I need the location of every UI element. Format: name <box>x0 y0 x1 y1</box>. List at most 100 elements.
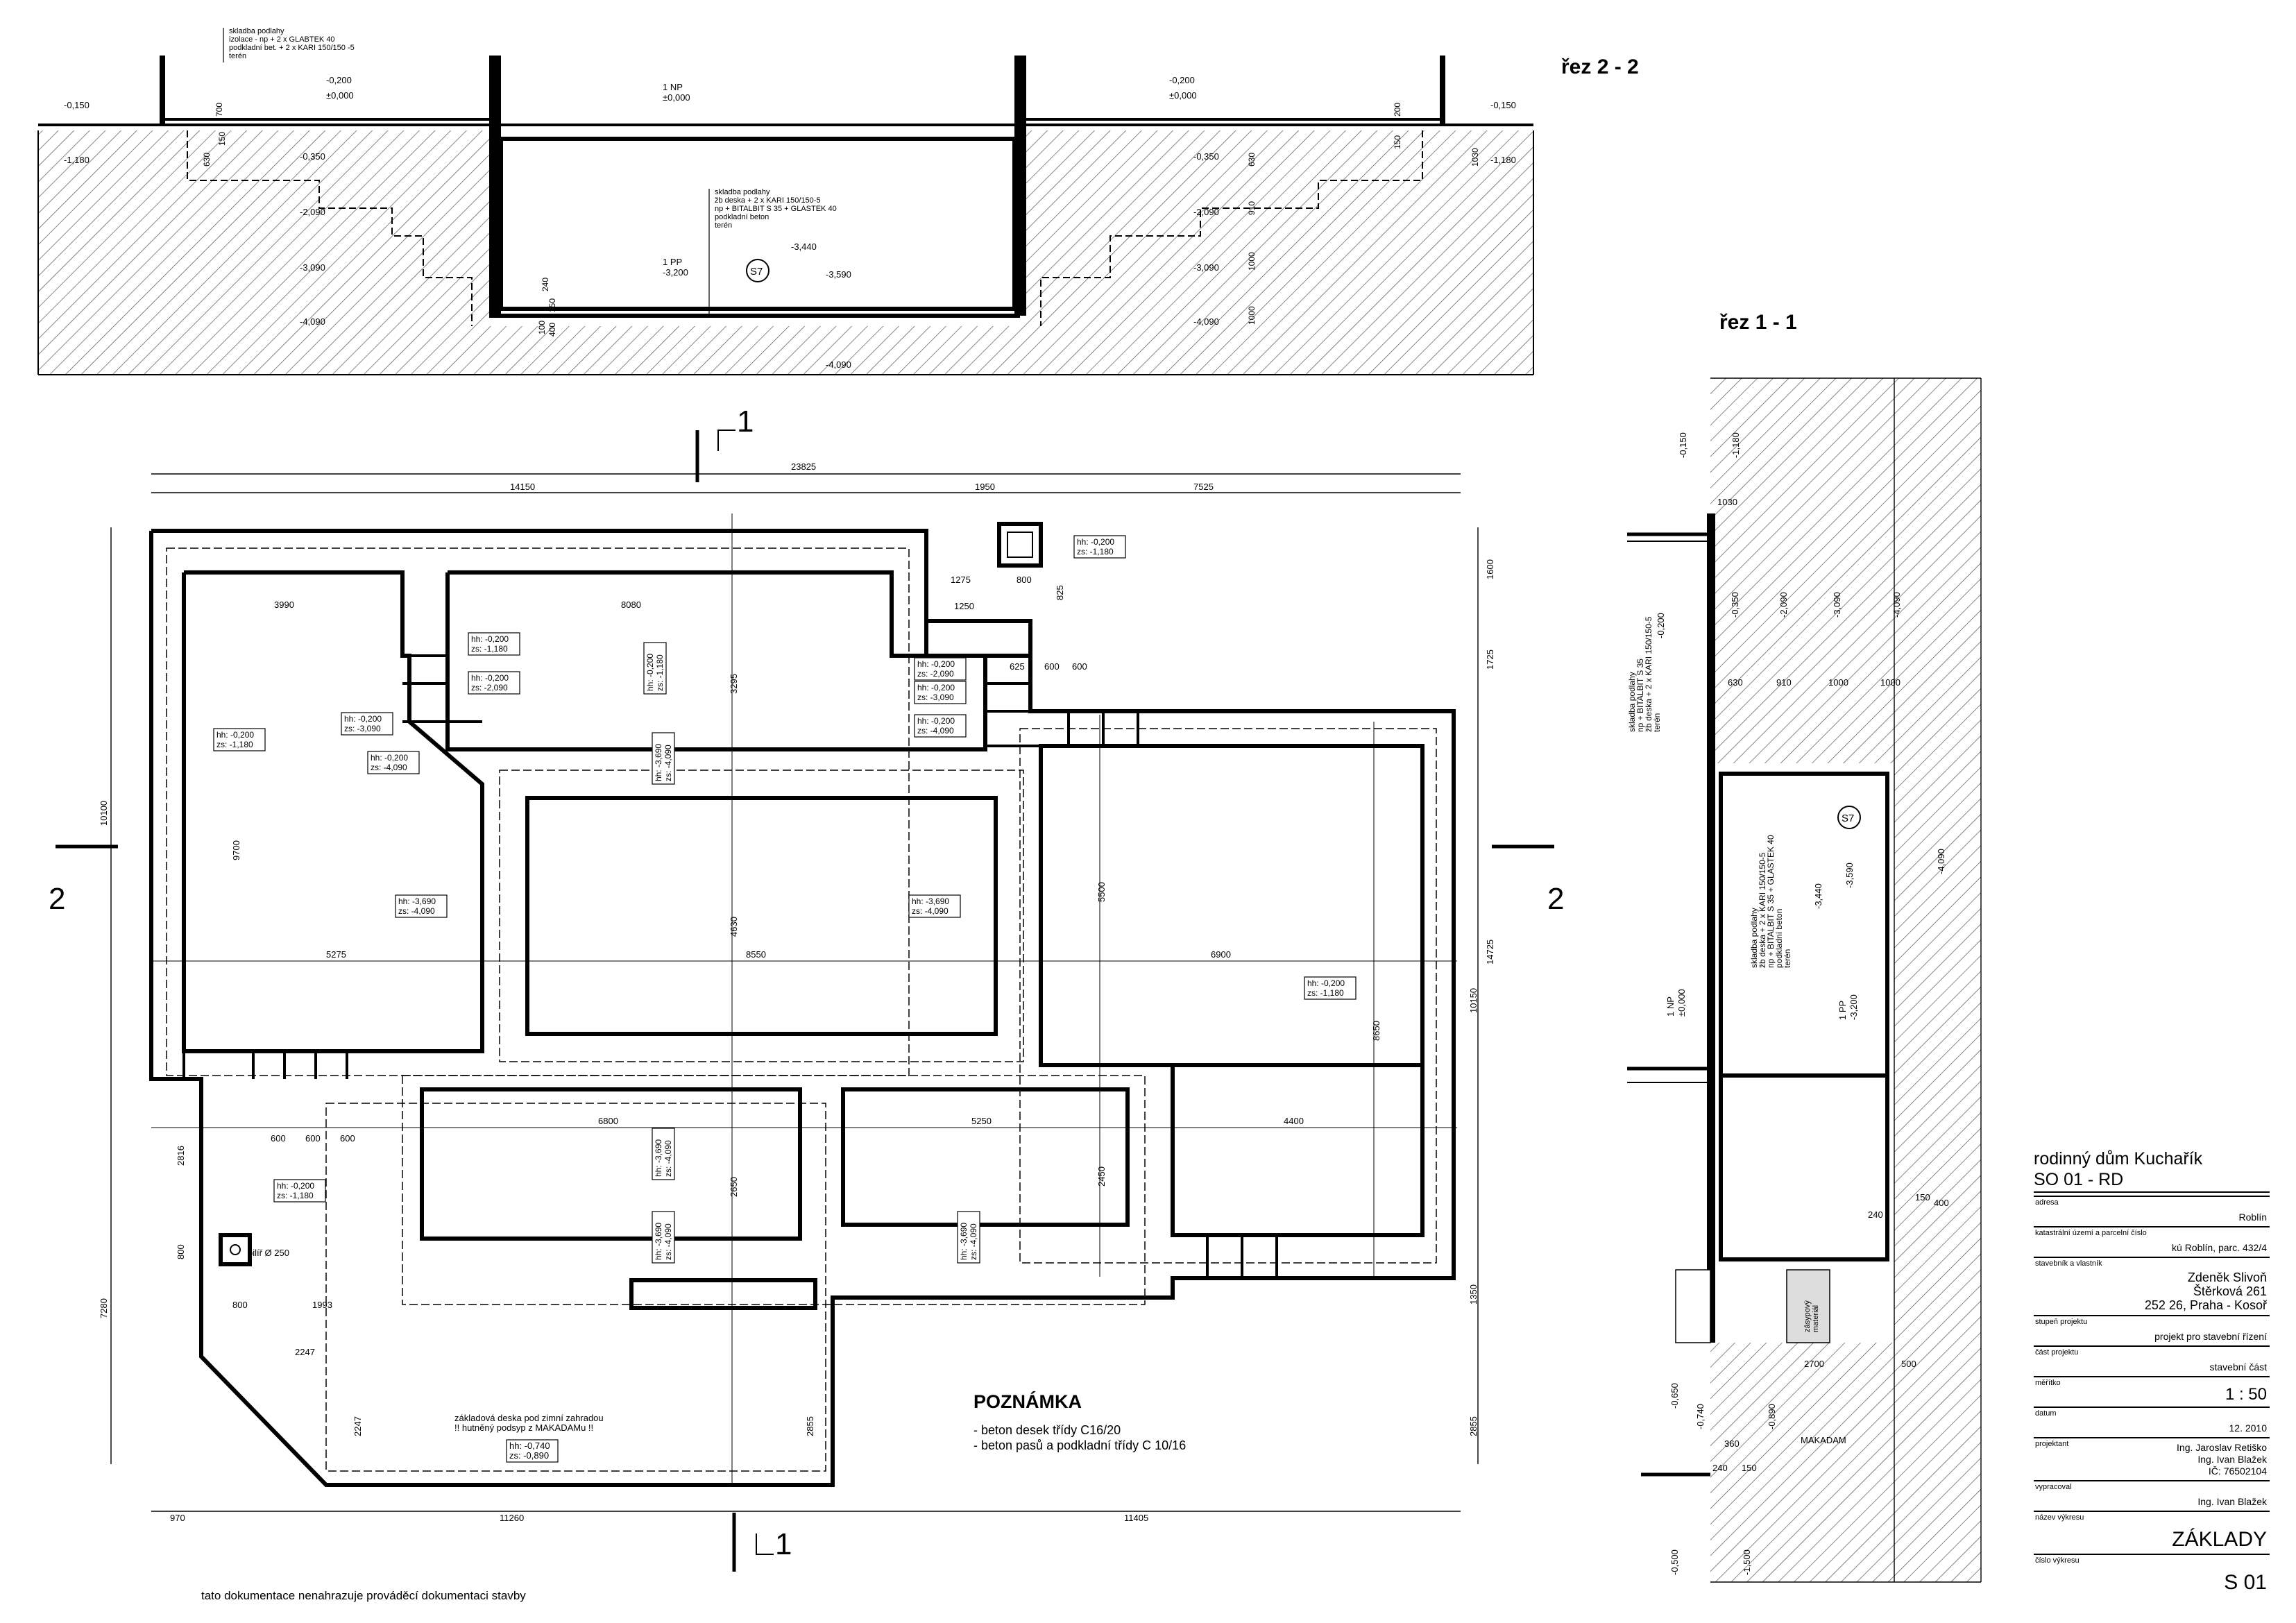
dashed-footings <box>166 547 1437 1472</box>
section-22-vertical-dims: 700 630 150 240 150 100 400 200 630 150 … <box>202 103 1480 337</box>
svg-text:skladba podlahy: skladba podlahy <box>715 188 770 196</box>
svg-text:hh: -0,200: hh: -0,200 <box>1307 978 1345 988</box>
svg-text:-4,090: -4,090 <box>1193 316 1219 327</box>
svg-text:360: 360 <box>1724 1438 1740 1449</box>
svg-text:hh: -0,200: hh: -0,200 <box>645 654 655 691</box>
svg-text:-3,090: -3,090 <box>1193 262 1219 273</box>
svg-text:zs: -4,090: zs: -4,090 <box>663 1140 673 1177</box>
svg-text:-0,200: -0,200 <box>326 75 352 85</box>
svg-text:630: 630 <box>1728 677 1743 688</box>
project-name: rodinný dům Kuchařík <box>2034 1149 2203 1169</box>
svg-text:zs: -4,090: zs: -4,090 <box>663 745 673 781</box>
svg-text:800: 800 <box>176 1244 186 1259</box>
svg-text:600: 600 <box>1044 661 1060 672</box>
section-11-pp: 1 PP -3,200 <box>1837 994 1859 1020</box>
section-11-composition: skladba podlahy np + BITALBIT S 35 žb de… <box>1627 616 1792 968</box>
svg-text:-3,590: -3,590 <box>1844 863 1855 888</box>
svg-text:2700: 2700 <box>1804 1359 1824 1369</box>
svg-text:150: 150 <box>1393 135 1402 149</box>
svg-text:skladba podlahy: skladba podlahy <box>1749 908 1759 968</box>
section-22-composition-basement: skladba podlahy žb deska + 2 x KARI 150/… <box>715 188 837 230</box>
svg-text:-3,090: -3,090 <box>1832 592 1842 618</box>
svg-text:±0,000: ±0,000 <box>1676 989 1687 1017</box>
cut-marker-1-bottom: 1 <box>732 1513 792 1572</box>
svg-text:hh: -3,690: hh: -3,690 <box>912 897 949 906</box>
svg-text:600: 600 <box>305 1133 321 1144</box>
svg-text:hh: -3,690: hh: -3,690 <box>654 1139 663 1177</box>
svg-text:hh: -0,200: hh: -0,200 <box>216 730 254 740</box>
svg-text:150: 150 <box>217 132 227 146</box>
section-22-s7-marker <box>746 259 769 282</box>
svg-text:10150: 10150 <box>1468 988 1479 1013</box>
svg-text:žb deska + 2 x KARI 150/150-5: žb deska + 2 x KARI 150/150-5 <box>1758 852 1767 968</box>
svg-text:625: 625 <box>1010 661 1025 672</box>
svg-text:hh: -3,690: hh: -3,690 <box>959 1223 969 1260</box>
section-22-np: 1 NP ±0,000 <box>663 82 690 103</box>
svg-text:-1,180: -1,180 <box>64 155 90 165</box>
svg-text:žb deska + 2 x KARI 150/150-5: žb deska + 2 x KARI 150/150-5 <box>1644 616 1653 732</box>
svg-text:100: 100 <box>537 321 547 334</box>
overall-dims-text: 23825 14150 1950 7525 970 11260 11405 10… <box>99 461 1495 1523</box>
svg-text:pilíř Ø 250: pilíř Ø 250 <box>248 1248 289 1258</box>
tb-row-nazev: název výkresu ZÁKLADY <box>2034 1511 2270 1554</box>
svg-text:zs: -2,090: zs: -2,090 <box>917 669 954 679</box>
svg-text:±0,000: ±0,000 <box>326 90 354 101</box>
svg-text:3990: 3990 <box>274 600 294 610</box>
svg-text:-1,180: -1,180 <box>1490 155 1516 165</box>
grid-lines <box>151 513 1457 1485</box>
svg-text:zs: -1,180: zs: -1,180 <box>471 644 508 654</box>
tb-row-cislo: číslo výkresu S 01 <box>2034 1554 2270 1597</box>
svg-text:-0,890: -0,890 <box>1767 1404 1777 1429</box>
svg-text:terén: terén <box>1783 949 1792 968</box>
svg-text:-3,440: -3,440 <box>791 241 817 252</box>
svg-text:1250: 1250 <box>954 601 974 611</box>
svg-text:-0,200: -0,200 <box>1169 75 1195 85</box>
svg-text:izolace - np + 2 x GLABTEK 40: izolace - np + 2 x GLABTEK 40 <box>229 35 335 44</box>
svg-text:800: 800 <box>1017 575 1032 585</box>
svg-text:2247: 2247 <box>295 1347 315 1357</box>
svg-text:2247: 2247 <box>352 1416 363 1436</box>
svg-text:600: 600 <box>271 1133 286 1144</box>
cut-marker-2-left: 2 <box>49 844 118 916</box>
svg-text:-0,150: -0,150 <box>1490 100 1516 110</box>
makadam-label: MAKADAM <box>1801 1435 1846 1445</box>
svg-text:terén: terén <box>1652 713 1662 732</box>
svg-text:-0,740: -0,740 <box>1695 1404 1706 1429</box>
svg-text:-3,200: -3,200 <box>663 267 688 278</box>
svg-text:zs: -4,090: zs: -4,090 <box>371 763 407 772</box>
tb-row-projektant: projektant Ing. Jaroslav Retiško Ing. Iv… <box>2034 1437 2270 1480</box>
soil-bottom <box>489 326 1020 375</box>
inner-dimensions: 3990 8080 5275 8550 6900 6800 5250 4400 … <box>231 575 1381 1197</box>
note-title: POZNÁMKA <box>973 1391 1082 1412</box>
svg-text:11405: 11405 <box>1124 1513 1148 1523</box>
svg-text:hh: -0,200: hh: -0,200 <box>917 659 955 669</box>
svg-text:1: 1 <box>775 1527 792 1561</box>
garden-area: pilíř Ø 250 2247 2247 800 1993 600 600 6… <box>232 1133 815 1463</box>
zasypovy-label: zásypový <box>1803 1300 1812 1332</box>
svg-text:970: 970 <box>170 1513 185 1523</box>
svg-text:2855: 2855 <box>1468 1416 1479 1436</box>
note-line-1: - beton desek třídy C16/20 <box>973 1423 1121 1437</box>
svg-text:-3,090: -3,090 <box>300 262 325 273</box>
svg-text:7280: 7280 <box>99 1298 109 1318</box>
svg-text:hh: -3,690: hh: -3,690 <box>654 744 663 781</box>
svg-text:1000: 1000 <box>1247 252 1257 271</box>
svg-text:910: 910 <box>1776 677 1792 688</box>
svg-text:200: 200 <box>1393 103 1402 117</box>
section-11-np: 1 NP ±0,000 <box>1665 989 1687 1017</box>
note-box: POZNÁMKA - beton desek třídy C16/20 - be… <box>973 1391 1186 1453</box>
svg-text:240: 240 <box>1712 1463 1728 1473</box>
svg-text:8550: 8550 <box>746 949 766 960</box>
svg-text:150: 150 <box>547 298 557 312</box>
section-11-dims: 1030 630 910 1000 1000 240 150 400 2700 … <box>1712 497 1949 1473</box>
svg-text:terén: terén <box>229 52 246 60</box>
svg-text:zs: -4,090: zs: -4,090 <box>398 906 435 916</box>
svg-text:1030: 1030 <box>1470 148 1480 167</box>
svg-text:2450: 2450 <box>1096 1166 1107 1187</box>
svg-text:-2,090: -2,090 <box>1193 207 1219 217</box>
svg-text:zs: -4,090: zs: -4,090 <box>663 1223 673 1260</box>
svg-text:zs: -4,090: zs: -4,090 <box>969 1223 978 1260</box>
svg-text:podkladní beton: podkladní beton <box>1774 909 1784 968</box>
svg-text:±0,000: ±0,000 <box>1169 90 1197 101</box>
svg-text:1 PP: 1 PP <box>1837 1001 1848 1020</box>
